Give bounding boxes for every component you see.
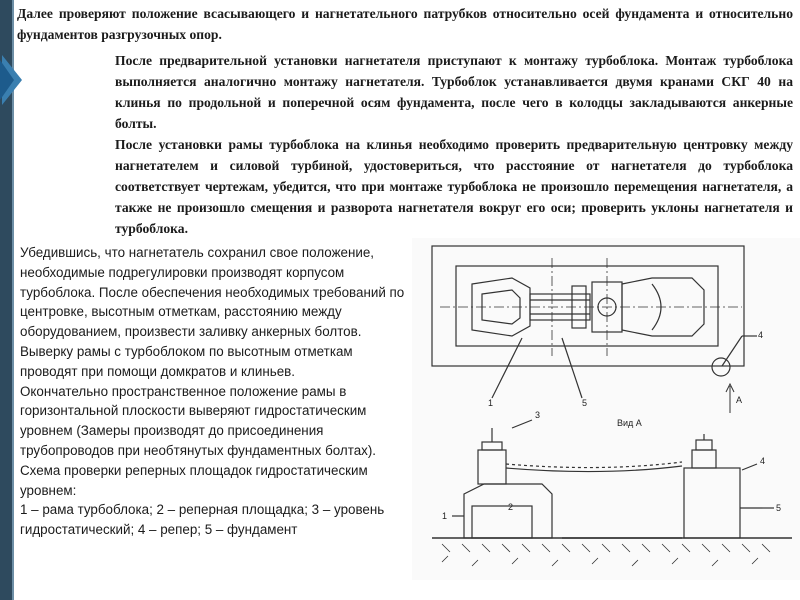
intro-paragraph: Далее проверяют положение всасывающего и… — [17, 6, 793, 42]
label-3: 3 — [535, 410, 540, 420]
label-1-top: 1 — [488, 398, 493, 408]
left-decoration-strip — [0, 0, 14, 600]
left-text-line: Окончательно пространственное положение … — [20, 383, 377, 458]
arrow-label: А — [736, 395, 742, 405]
label-5: 5 — [776, 503, 781, 513]
paragraph-2: После установки рамы турбоблока на клинь… — [115, 137, 793, 236]
label-2: 2 — [508, 502, 513, 512]
label-1: 1 — [442, 511, 447, 521]
top-view — [431, 245, 757, 399]
paragraph-1: После предварительной установки нагнетат… — [115, 53, 793, 131]
view-label: Вид А — [617, 418, 642, 428]
view-arrow — [725, 382, 735, 413]
left-text-line: Схема проверки реперных площадок гидрост… — [20, 462, 368, 498]
left-text-line: 1 – рама турбоблока; 2 – реперная площад… — [20, 502, 385, 538]
side-view — [432, 419, 792, 567]
left-column-text: Убедившись, что нагнетатель сохранил сво… — [20, 243, 408, 540]
label-4: 4 — [760, 456, 765, 466]
chevron-decoration-inner — [0, 60, 14, 100]
left-text-line: Убедившись, что нагнетатель сохранил сво… — [20, 245, 405, 340]
left-text-line: Выверку рамы с турбоблоком по высотным о… — [20, 343, 353, 379]
technical-drawing: А 1 5 4 Вид А 3 4 5 1 2 — [412, 238, 800, 580]
label-4-top: 4 — [758, 330, 763, 340]
label-5-top: 5 — [582, 398, 587, 408]
